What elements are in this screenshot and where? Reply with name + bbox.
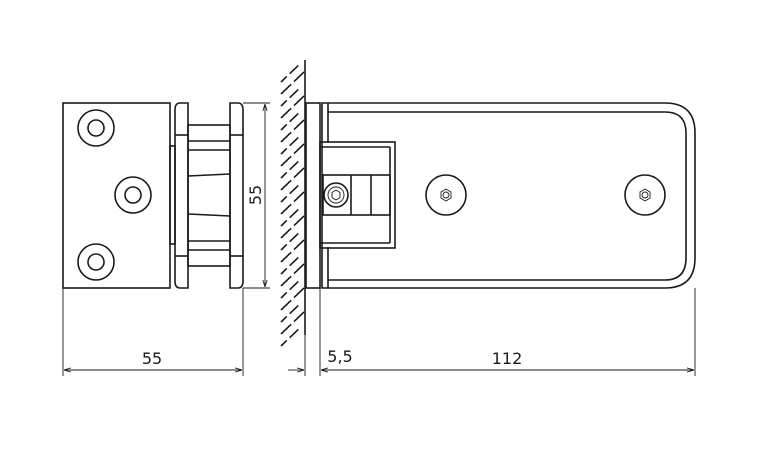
hatch-line xyxy=(280,287,305,311)
wall-mount-body xyxy=(305,102,696,289)
hatch-line xyxy=(280,107,305,131)
hex-screw-icon xyxy=(624,174,666,216)
hatch-line xyxy=(280,203,305,227)
body-length-label: 112 xyxy=(492,349,523,368)
hex-screw-icon xyxy=(425,174,467,216)
hatch-line xyxy=(280,95,305,119)
hatch-line xyxy=(280,251,305,275)
height-dimension: 55 xyxy=(243,102,270,289)
hatch-line xyxy=(280,263,305,287)
hatch-line xyxy=(280,119,305,143)
hatch-line xyxy=(280,299,305,323)
screw-hole-icon xyxy=(77,243,115,281)
left-width-label: 55 xyxy=(142,349,162,368)
hinge-barrel xyxy=(174,102,244,289)
hex-screw-icon xyxy=(323,182,349,208)
hatch-line xyxy=(280,131,305,155)
hatch-line xyxy=(280,215,305,239)
hatch-line xyxy=(280,83,305,107)
hatch-line xyxy=(280,167,305,191)
hatch-line xyxy=(280,239,305,263)
screw-hole-icon xyxy=(77,109,115,147)
hatch-line xyxy=(280,71,305,95)
hatch-line xyxy=(280,311,305,335)
screw-hole-icon xyxy=(114,176,152,214)
hatch-line xyxy=(280,143,305,167)
wall-hatch xyxy=(280,59,306,347)
hatch-line xyxy=(280,191,305,215)
hatch-line xyxy=(280,59,305,83)
hatch-line xyxy=(280,179,305,203)
left-clamp-plate xyxy=(62,102,176,289)
wall-offset-label: 5,5 xyxy=(327,347,352,366)
hatch-line xyxy=(280,227,305,251)
bottom-dimensions: 55 5,5 112 xyxy=(62,288,696,376)
hatch-line xyxy=(280,323,305,347)
hatch-line xyxy=(280,275,305,299)
hatch-line xyxy=(280,155,305,179)
height-label: 55 xyxy=(246,185,265,205)
